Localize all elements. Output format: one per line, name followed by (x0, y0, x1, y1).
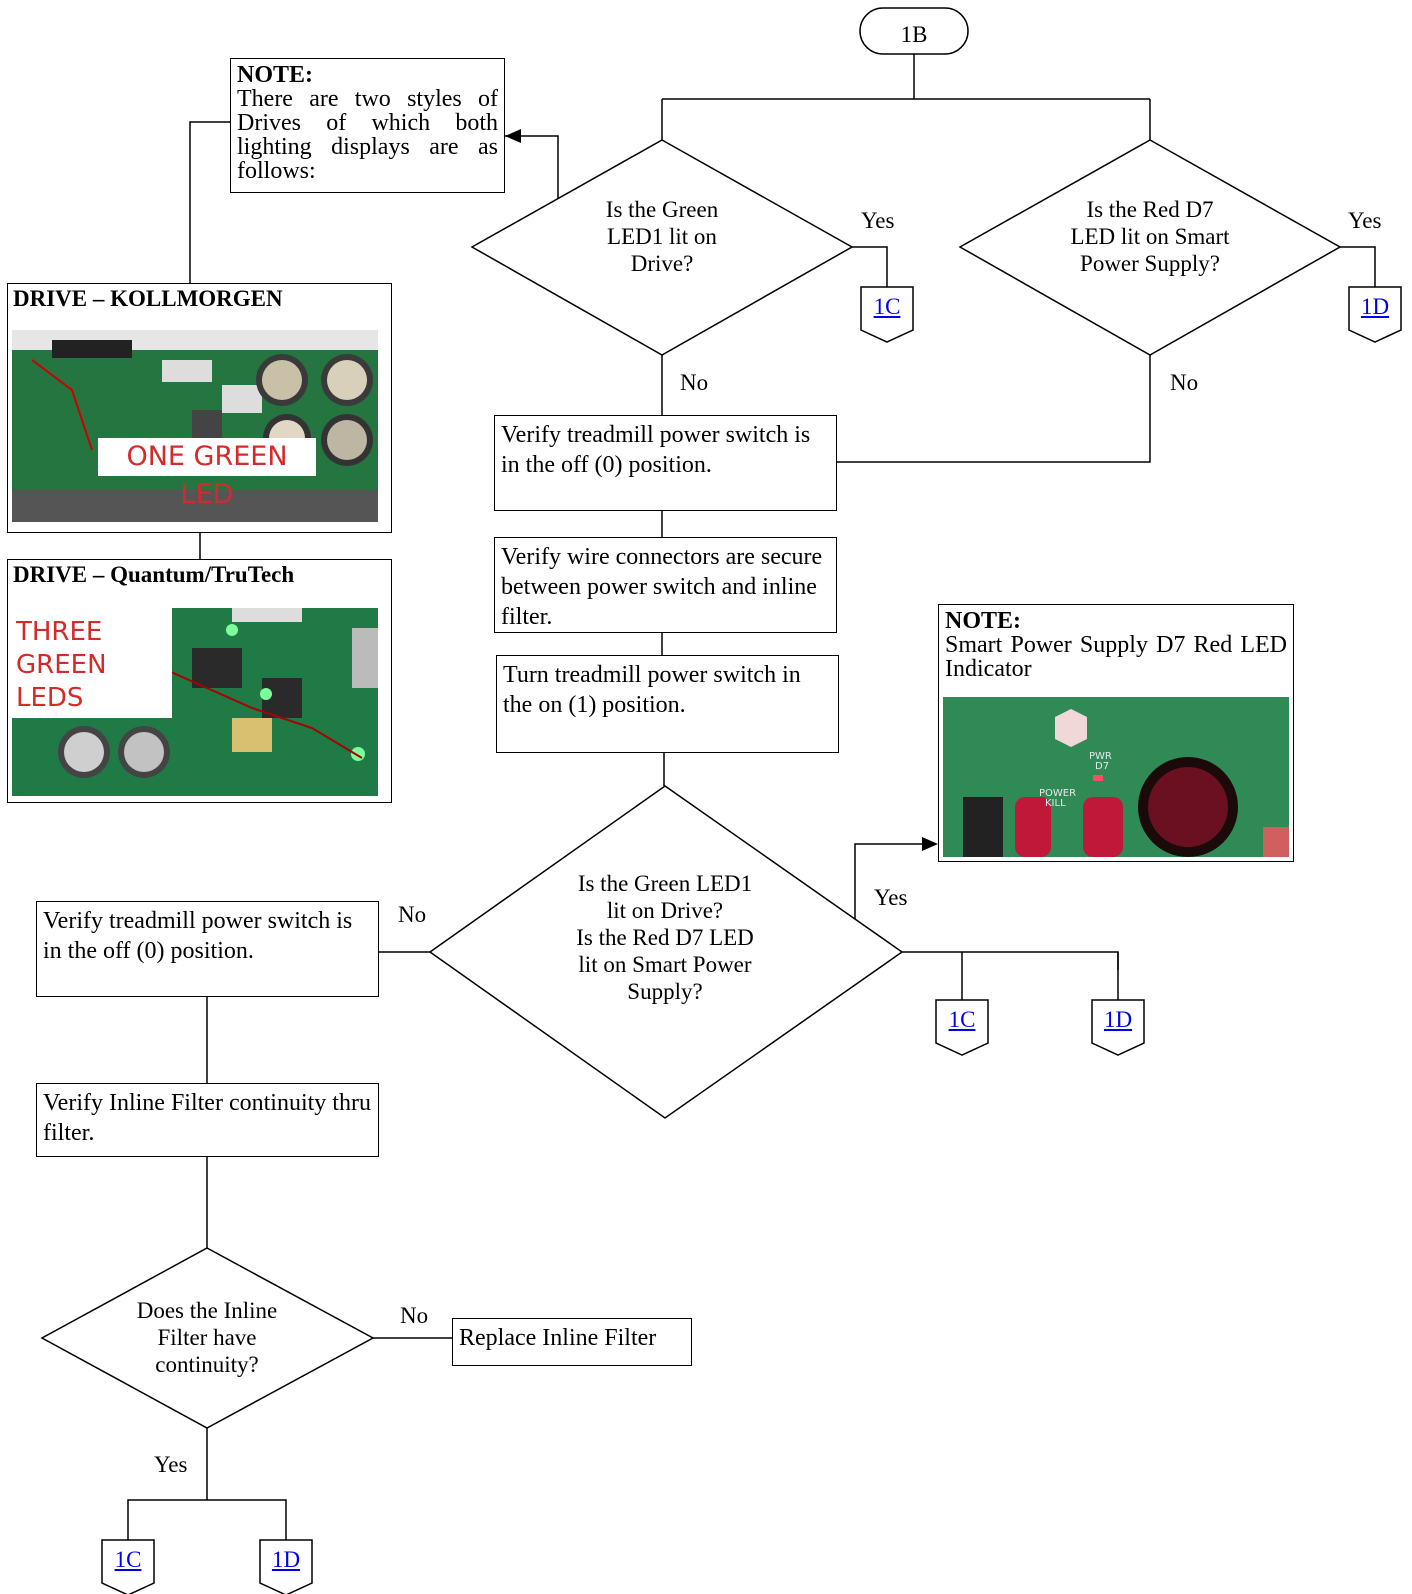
d7-text: D7 (1095, 761, 1110, 772)
step-verify-wire-connectors: Verify wire connectors are secure betwee… (494, 537, 837, 633)
decision-red-led-text: Is the Red D7 LED lit on Smart Power Sup… (1030, 196, 1270, 277)
connector-1d-top (1348, 286, 1402, 343)
decision-both-led-line5: Supply? (627, 979, 703, 1004)
link-1c-bottom-text[interactable]: 1C (114, 1547, 142, 1572)
link-1d-top[interactable]: 1D (1345, 294, 1405, 320)
connector-1d-bottom (259, 1539, 313, 1594)
link-1d-bottom-text[interactable]: 1D (271, 1547, 301, 1572)
link-1c-mid[interactable]: 1C (932, 1007, 992, 1033)
no-label-filter: No (400, 1303, 429, 1328)
drive-kollmorgen-title: DRIVE – KOLLMORGEN (13, 286, 283, 311)
drive-kollmorgen-panel: DRIVE – KOLLMORGEN ONE GREEN LED (7, 283, 392, 533)
decision-red-led-line3: Power Supply? (1080, 251, 1220, 276)
decision-filter-line3: continuity? (155, 1352, 259, 1377)
decision-both-led (428, 785, 904, 1119)
decision-both-led-line2: lit on Drive? (606, 898, 724, 923)
yes-label-green-led: Yes (861, 208, 895, 233)
note-supply-text: Smart Power Supply D7 Red LED Indicator (945, 632, 1287, 682)
note-smart-power-supply: NOTE: Smart Power Supply D7 Red LED Indi… (938, 604, 1294, 862)
decision-both-led-line3: Is the Red D7 LED (576, 925, 754, 950)
connector-1c-bottom (101, 1539, 155, 1594)
pwr-silkscreen: PWR D7 (1089, 752, 1112, 772)
decision-green-led-line1: Is the Green (605, 197, 719, 222)
note-supply-title: NOTE: (945, 608, 1022, 634)
decision-filter-line2: Filter have (157, 1325, 257, 1350)
step-replace-inline-filter: Replace Inline Filter (452, 1318, 692, 1366)
decision-filter-line1: Does the Inline (136, 1298, 278, 1323)
drive-quantum-panel: DRIVE – Quantum/TruTech THREE GREEN LEDS (7, 559, 392, 803)
no-label-both-led: No (398, 902, 427, 927)
decision-red-led-line2: LED lit on Smart (1070, 224, 1230, 249)
arrow-to-note-supply (922, 837, 938, 851)
three-green-leds-label: THREE GREEN LEDS (12, 608, 176, 715)
three-green-leds-line1: THREE (16, 617, 103, 647)
pwr-text: PWR (1089, 751, 1112, 762)
step-verify-filter-continuity: Verify Inline Filter continuity thru fil… (36, 1083, 379, 1157)
start-label: 1B (900, 22, 928, 47)
connector-1c-mid (935, 999, 989, 1056)
decision-red-led-line1: Is the Red D7 (1086, 197, 1214, 222)
power-text: POWER (1039, 788, 1077, 799)
drive-quantum-title: DRIVE – Quantum/TruTech (13, 562, 295, 587)
decision-green-led-line3: Drive? (630, 251, 694, 276)
no-label-red-led: No (1170, 370, 1199, 395)
connector-1d-mid (1091, 999, 1145, 1056)
yes-label-red-led: Yes (1348, 208, 1382, 233)
note-text: There are two styles of Drives of which … (237, 86, 498, 184)
kill-text: KILL (1045, 798, 1066, 809)
step-verify-switch-off-1: Verify treadmill power switch is in the … (494, 415, 837, 511)
decision-green-led-line2: LED1 lit on (607, 224, 717, 249)
link-1c-top[interactable]: 1C (857, 294, 917, 320)
link-1d-top-text[interactable]: 1D (1360, 294, 1390, 319)
power-kill-silkscreen: POWER KILL (1039, 789, 1076, 809)
link-1d-mid-text[interactable]: 1D (1103, 1007, 1133, 1032)
note-drive-styles: NOTE: There are two styles of Drives of … (230, 58, 505, 193)
link-1c-bottom[interactable]: 1C (98, 1547, 158, 1573)
link-1c-mid-text[interactable]: 1C (948, 1007, 976, 1032)
three-green-leds-line2: GREEN LEDS (16, 650, 107, 713)
link-1d-bottom[interactable]: 1D (256, 1547, 316, 1573)
drive-kollmorgen-photo: ONE GREEN LED (12, 330, 378, 522)
link-1c-top-text[interactable]: 1C (873, 294, 901, 319)
step-turn-switch-on: Turn treadmill power switch in the on (1… (496, 655, 839, 753)
smart-power-supply-photo: PWR D7 POWER KILL (943, 697, 1289, 857)
arrow-to-note-drives (505, 129, 521, 143)
step-verify-switch-off-2: Verify treadmill power switch is in the … (36, 901, 379, 997)
decision-green-led-text: Is the Green LED1 lit on Drive? (552, 196, 772, 277)
decision-both-led-line4: lit on Smart Power (578, 952, 752, 977)
no-label-green-led: No (680, 370, 709, 395)
note-title: NOTE: (237, 62, 314, 88)
yes-label-both-led: Yes (874, 885, 908, 910)
decision-filter-text: Does the Inline Filter have continuity? (97, 1297, 317, 1378)
one-green-led-label: ONE GREEN LED (126, 441, 288, 510)
decision-both-led-line1: Is the Green LED1 (577, 871, 753, 896)
link-1d-mid[interactable]: 1D (1088, 1007, 1148, 1033)
yes-label-filter: Yes (154, 1452, 188, 1477)
connector-1c-top (860, 286, 914, 343)
decision-both-led-text: Is the Green LED1 lit on Drive? Is the R… (535, 870, 795, 1005)
drive-quantum-photo: THREE GREEN LEDS (12, 608, 378, 796)
